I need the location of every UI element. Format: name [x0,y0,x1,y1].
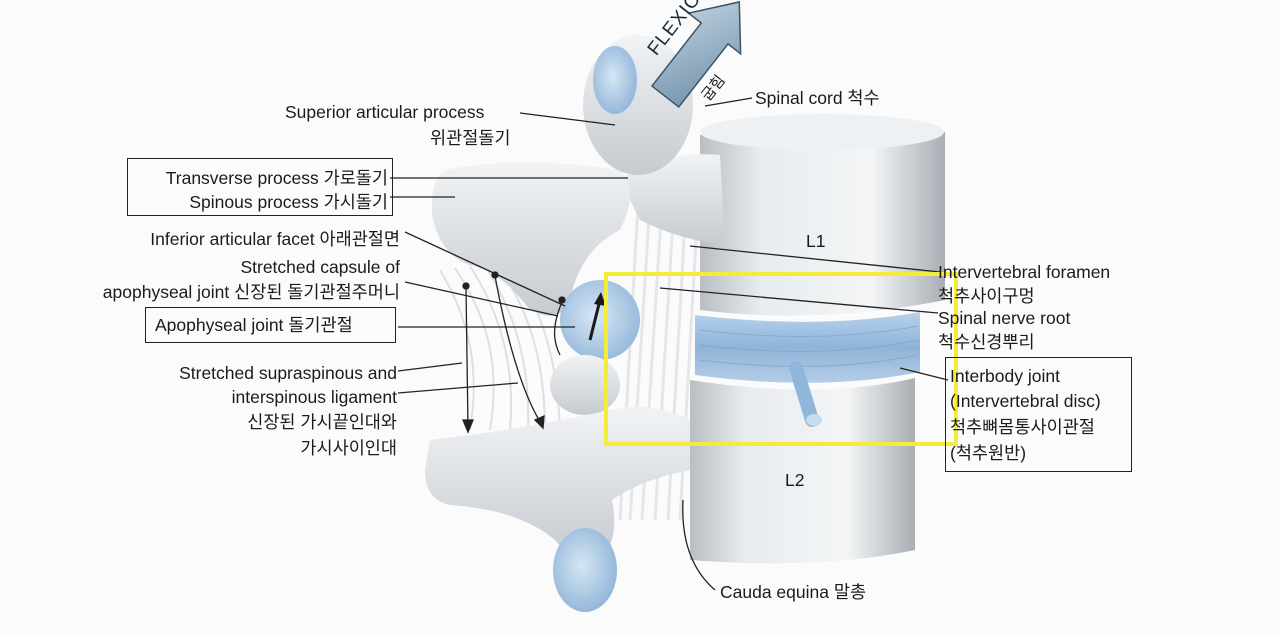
label-superior-articular-process-ko: 위관절돌기 [430,128,511,148]
label-stretched-ligament-2: interspinous ligament [231,387,397,407]
flexion-arrow-icon [650,1,742,109]
l2-spinous-process [425,406,690,560]
label-interbody-joint: Interbody joint [950,366,1060,386]
l1-vertebral-body [700,121,945,316]
label-stretched-capsule: Stretched capsule of [240,257,400,277]
label-l2: L2 [785,470,805,490]
label-inferior-articular-facet: Inferior articular facet 아래관절면 [150,229,400,249]
label-stretched-ligament-3: 신장된 가시끝인대와 [247,412,397,432]
apophyseal-joint-box [145,307,396,343]
label-superior-articular-process: Superior articular process [285,102,485,122]
label-spinal-nerve-root: Spinal nerve root [938,308,1071,328]
label-interbody-joint-2: (Intervertebral disc) [950,391,1101,411]
label-cauda-equina: Cauda equina 말총 [720,582,867,602]
intervertebral-disc [695,312,920,383]
interbody-joint-box [945,357,1132,472]
l2-vertebral-body [690,378,915,564]
stretch-arrows [462,271,566,434]
label-transverse-process: Transverse process 가로돌기 [165,168,388,188]
apophyseal-joint-cap [560,280,640,360]
label-spinal-cord: Spinal cord 척수 [755,88,880,108]
label-apophyseal-joint: Apophyseal joint 돌기관절 [155,315,353,335]
l1-pedicle [620,154,725,245]
label-intervertebral-foramen-ko: 척추사이구멍 [938,286,1035,306]
l1-transverse-spinous [431,162,630,316]
superior-articular-cap [593,46,637,114]
label-l1: L1 [806,231,826,251]
label-interbody-joint-4: (척추원반) [950,443,1027,463]
highlight-box [604,272,958,446]
label-stretched-ligament-4: 가시사이인대 [300,438,397,458]
label-stretched-capsule-2: apophyseal joint 신장된 돌기관절주머니 [102,282,400,302]
label-spinous-process: Spinous process 가시돌기 [189,192,388,212]
l1-endplate [700,114,944,150]
label-intervertebral-foramen: Intervertebral foramen [938,262,1111,282]
label-stretched-ligament: Stretched supraspinous and [179,363,397,383]
label-interbody-joint-3: 척추뼈몸통사이관절 [950,417,1095,437]
label-spinal-nerve-root-ko: 척수신경뿌리 [938,332,1035,352]
leader-lines [390,97,949,591]
spinal-nerve-root [789,361,819,427]
transverse-spinous-box [127,158,393,216]
inferior-articular-cap [553,528,617,612]
joint-motion-arrow-icon [588,299,602,341]
